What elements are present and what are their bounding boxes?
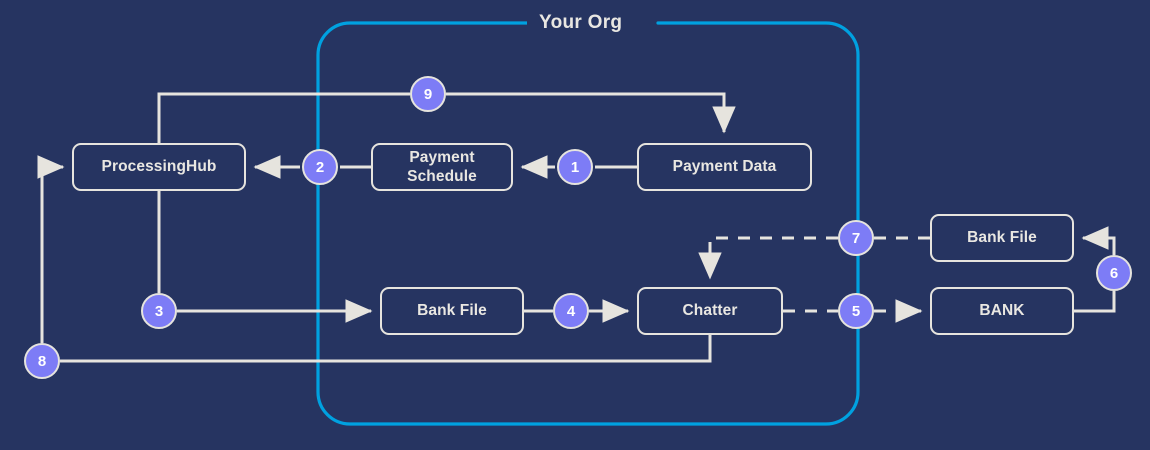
step-badge-9[interactable]: 9	[410, 76, 446, 112]
node-payment-schedule-label: Payment Schedule	[407, 148, 477, 185]
node-processing-hub-label: ProcessingHub	[101, 158, 217, 176]
step-badge-1[interactable]: 1	[557, 149, 593, 185]
node-bank[interactable]: BANK	[930, 287, 1074, 335]
node-chatter-label: Chatter	[682, 302, 738, 320]
node-bank-file-outbound[interactable]: Bank File	[930, 214, 1074, 262]
step-badge-4[interactable]: 4	[553, 293, 589, 329]
step-badge-2[interactable]: 2	[302, 149, 338, 185]
node-bank-file-outbound-label: Bank File	[967, 229, 1037, 247]
node-bank-file-inbound-label: Bank File	[417, 302, 487, 320]
connector-3-processinghub-to-bank-file	[157, 191, 373, 323]
node-payment-schedule[interactable]: Payment Schedule	[371, 143, 513, 191]
connector-8-chatter-to-processinghub	[37, 155, 712, 363]
node-bank-label: BANK	[979, 302, 1025, 320]
org-boundary-title: Your Org	[527, 12, 635, 34]
node-payment-data-label: Payment Data	[672, 158, 777, 176]
connector-6-bank-to-bank-file	[1074, 226, 1116, 313]
node-bank-file-inbound[interactable]: Bank File	[380, 287, 524, 335]
node-processing-hub[interactable]: ProcessingHub	[72, 143, 246, 191]
node-payment-data[interactable]: Payment Data	[637, 143, 812, 191]
node-chatter[interactable]: Chatter	[637, 287, 783, 335]
step-badge-7[interactable]: 7	[838, 220, 874, 256]
org-boundary	[316, 21, 860, 426]
step-badge-5[interactable]: 5	[838, 293, 874, 329]
step-badge-6[interactable]: 6	[1096, 255, 1132, 291]
step-badge-8[interactable]: 8	[24, 343, 60, 379]
connector-7-bank-file-to-chatter	[698, 236, 930, 280]
step-badge-3[interactable]: 3	[141, 293, 177, 329]
connector-9-processinghub-to-payment-data	[157, 92, 736, 143]
